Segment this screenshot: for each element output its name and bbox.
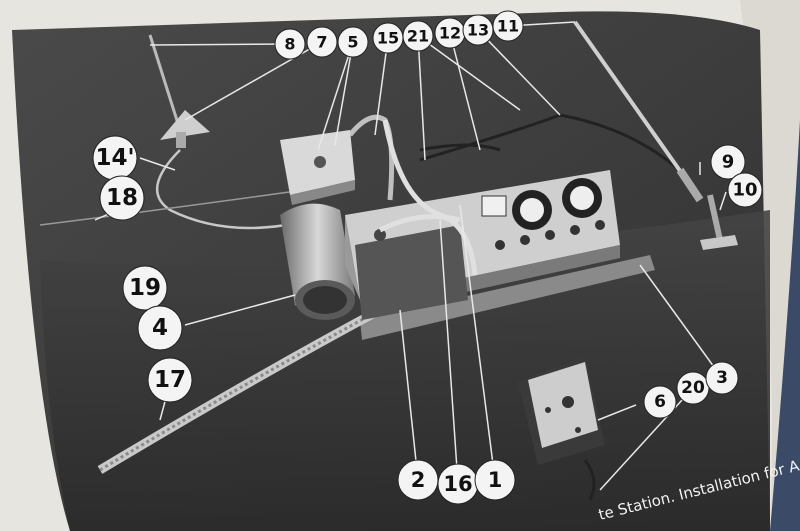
callout-badge bbox=[99, 175, 145, 221]
callout-badge bbox=[122, 265, 168, 311]
callout-number: 1 bbox=[488, 468, 503, 492]
callout-number: 13 bbox=[467, 21, 489, 40]
callout-number: 16 bbox=[443, 472, 472, 496]
callout-badge bbox=[710, 144, 746, 180]
callout-badge bbox=[337, 26, 369, 58]
callout-10: 10 bbox=[727, 172, 763, 208]
callout-3: 3 bbox=[705, 361, 739, 395]
callout-badge bbox=[137, 305, 183, 351]
callout-number: 2 bbox=[411, 468, 426, 492]
callout-badge bbox=[402, 20, 434, 52]
callout-12: 12 bbox=[434, 17, 466, 49]
callout-number: 15 bbox=[377, 29, 399, 48]
callout-17: 17 bbox=[147, 357, 193, 403]
callout-13: 13 bbox=[462, 14, 494, 46]
photograph bbox=[12, 11, 770, 531]
callout-leaders bbox=[94, 21, 727, 491]
callout-7: 7 bbox=[306, 26, 338, 58]
callout-number: 12 bbox=[439, 24, 461, 43]
callout-number: 8 bbox=[284, 35, 295, 54]
callout-badge bbox=[474, 459, 516, 501]
callout-number: 9 bbox=[722, 152, 735, 173]
callout-number: 3 bbox=[716, 368, 728, 388]
callout-number: 10 bbox=[732, 180, 757, 201]
callout-21: 21 bbox=[402, 20, 434, 52]
callout-number: 7 bbox=[316, 33, 327, 52]
callout-badge bbox=[462, 14, 494, 46]
callout-badge bbox=[705, 361, 739, 395]
callout-14: 14' bbox=[92, 135, 138, 181]
callout-1: 1 bbox=[474, 459, 516, 501]
callout-2: 2 bbox=[397, 459, 439, 501]
callout-number: 19 bbox=[129, 275, 161, 301]
callout-8: 8 bbox=[274, 28, 306, 60]
callout-19: 19 bbox=[122, 265, 168, 311]
callout-number: 14' bbox=[95, 145, 134, 171]
callout-badge bbox=[147, 357, 193, 403]
callout-number: 20 bbox=[681, 378, 705, 398]
callout-number: 17 bbox=[154, 367, 186, 393]
callout-9: 9 bbox=[710, 144, 746, 180]
callout-badge bbox=[306, 26, 338, 58]
callout-number: 18 bbox=[106, 185, 138, 211]
callout-4: 4 bbox=[137, 305, 183, 351]
book-cover-edge bbox=[770, 120, 800, 531]
callout-number: 11 bbox=[497, 17, 519, 36]
callout-number: 5 bbox=[347, 33, 358, 52]
callout-20: 20 bbox=[676, 371, 710, 405]
callout-badge bbox=[274, 28, 306, 60]
callout-number: 21 bbox=[407, 27, 429, 46]
callout-number: 4 bbox=[152, 315, 168, 341]
callout-18: 18 bbox=[99, 175, 145, 221]
callout-badge bbox=[643, 385, 677, 419]
callout-5: 5 bbox=[337, 26, 369, 58]
callout-16: 16 bbox=[437, 463, 479, 505]
callout-badge bbox=[727, 172, 763, 208]
callout-number: 6 bbox=[654, 392, 666, 412]
callout-badge bbox=[492, 10, 524, 42]
callout-15: 15 bbox=[372, 22, 404, 54]
callout-11: 11 bbox=[492, 10, 524, 42]
callout-6: 6 bbox=[643, 385, 677, 419]
